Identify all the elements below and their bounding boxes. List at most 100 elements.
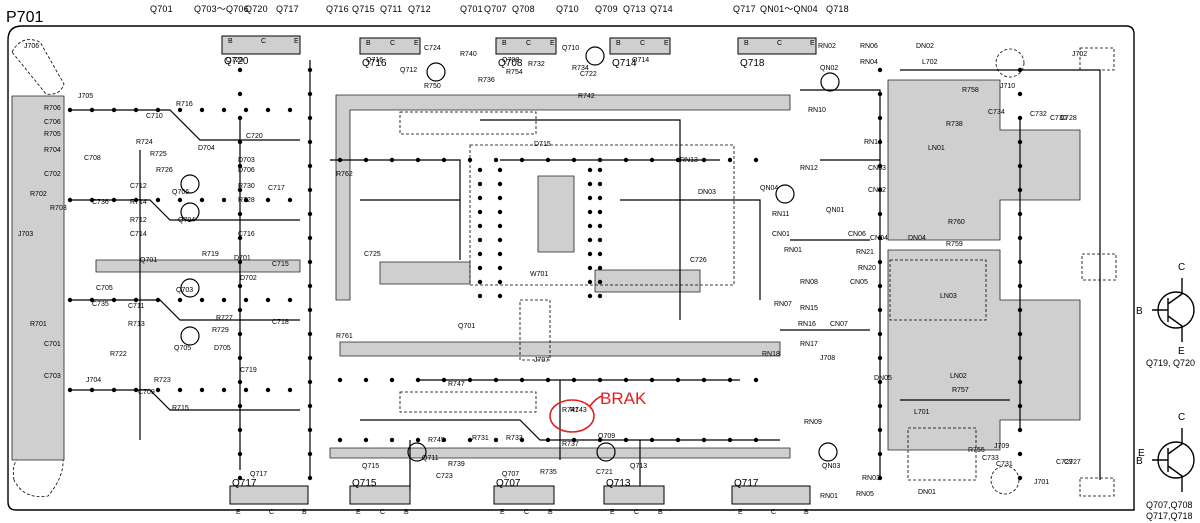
component-designator: C708 xyxy=(84,155,101,162)
transistor-pin-label: C xyxy=(634,509,639,516)
component-designator: R733 xyxy=(506,435,523,442)
transistor-pin-label: B xyxy=(502,40,507,47)
component-designator: R736 xyxy=(478,77,495,84)
solder-pad xyxy=(237,307,243,313)
solder-pad xyxy=(67,297,73,303)
component-designator: RN18 xyxy=(762,351,780,358)
solder-pad xyxy=(571,377,577,383)
component-designator: CN04 xyxy=(870,235,888,242)
solder-pad xyxy=(497,223,503,229)
outline-j701 xyxy=(1079,477,1115,497)
solder-pad xyxy=(89,197,95,203)
solder-pad xyxy=(337,437,343,443)
component-designator: DN03 xyxy=(698,189,716,196)
solder-pad xyxy=(237,163,243,169)
solder-pad xyxy=(67,197,73,203)
solder-pad xyxy=(1017,451,1023,457)
solder-pad xyxy=(133,197,139,203)
solder-pad xyxy=(307,187,313,193)
solder-pad xyxy=(415,377,421,383)
solder-pad xyxy=(307,475,313,481)
component-designator: R742 xyxy=(578,93,595,100)
component-designator: CN03 xyxy=(868,165,886,172)
solder-pad xyxy=(477,223,483,229)
transistor-pin-label: E xyxy=(356,509,361,516)
solder-pad xyxy=(389,157,395,163)
transistor-pin-label: C xyxy=(524,509,529,516)
solder-pad xyxy=(497,181,503,187)
solder-pad xyxy=(307,67,313,73)
top-label: Q708 xyxy=(512,4,535,14)
solder-pad xyxy=(307,91,313,97)
component-designator: RN08 xyxy=(800,279,818,286)
component-designator: R731 xyxy=(472,435,489,442)
component-designator: RN02 xyxy=(818,43,836,50)
solder-pad xyxy=(493,157,499,163)
component-designator: R703 xyxy=(50,205,67,212)
solder-pad xyxy=(133,107,139,113)
component-designator: R735 xyxy=(540,469,557,476)
component-designator: Q720 xyxy=(226,57,243,64)
solder-pad xyxy=(587,237,593,243)
component-designator: RN16 xyxy=(798,321,816,328)
solder-pad xyxy=(307,451,313,457)
solder-pad xyxy=(155,197,161,203)
component-designator: C728 xyxy=(1060,115,1077,122)
component-designator: RN09 xyxy=(804,419,822,426)
solder-pad xyxy=(597,181,603,187)
component-designator: CN06 xyxy=(848,231,866,238)
component-designator: Q701 xyxy=(458,323,475,330)
solder-pad xyxy=(623,437,629,443)
transistor-block-name: Q717 xyxy=(734,478,759,489)
solder-pad xyxy=(287,297,293,303)
solder-pad xyxy=(571,157,577,163)
solder-pad xyxy=(727,437,733,443)
component-designator: R754 xyxy=(506,69,523,76)
solder-pad xyxy=(307,163,313,169)
legend-1-caption: Q719, Q720 xyxy=(1146,358,1195,368)
solder-pad xyxy=(307,259,313,265)
solder-pad xyxy=(877,139,883,145)
solder-pad xyxy=(307,115,313,121)
solder-pad xyxy=(415,437,421,443)
transistor-pin-label: C xyxy=(269,509,274,516)
transistor-pin-label: C xyxy=(640,40,645,47)
solder-pad xyxy=(477,237,483,243)
solder-pad xyxy=(597,293,603,299)
component-designator: C735 xyxy=(92,301,109,308)
solder-pad xyxy=(111,387,117,393)
component-designator: D701 xyxy=(234,255,251,262)
solder-pad xyxy=(133,297,139,303)
component-designator: Q705 xyxy=(174,345,191,352)
top-label: Q701 xyxy=(460,4,483,14)
component-designator: C731 xyxy=(996,461,1013,468)
transistor-block-name: Q714 xyxy=(612,58,637,69)
solder-pad xyxy=(587,195,593,201)
component-designator: C730 xyxy=(1050,115,1067,122)
solder-pad xyxy=(1017,331,1023,337)
solder-pad xyxy=(597,279,603,285)
solder-pad xyxy=(389,377,395,383)
component-designator: R702 xyxy=(30,191,47,198)
solder-pad xyxy=(701,157,707,163)
solder-pad xyxy=(237,403,243,409)
component-designator: RN13 xyxy=(680,157,698,164)
component-designator: Q701 xyxy=(140,257,157,264)
solder-pad xyxy=(877,475,883,481)
defect-note: BRAK xyxy=(600,389,647,408)
solder-pad xyxy=(199,107,205,113)
transistor-pin-label: B xyxy=(616,40,621,47)
component-designator: J705 xyxy=(78,93,93,100)
component-designator: R724 xyxy=(136,139,153,146)
transistor-pin-label: E xyxy=(414,40,419,47)
solder-pad xyxy=(649,157,655,163)
solder-pad xyxy=(477,209,483,215)
mounting-hole-bottom-left xyxy=(12,445,64,498)
component-designator: C723 xyxy=(436,473,453,480)
transistor-pin-label: E xyxy=(550,40,555,47)
solder-pad xyxy=(307,427,313,433)
solder-pad xyxy=(441,437,447,443)
solder-pad xyxy=(237,451,243,457)
